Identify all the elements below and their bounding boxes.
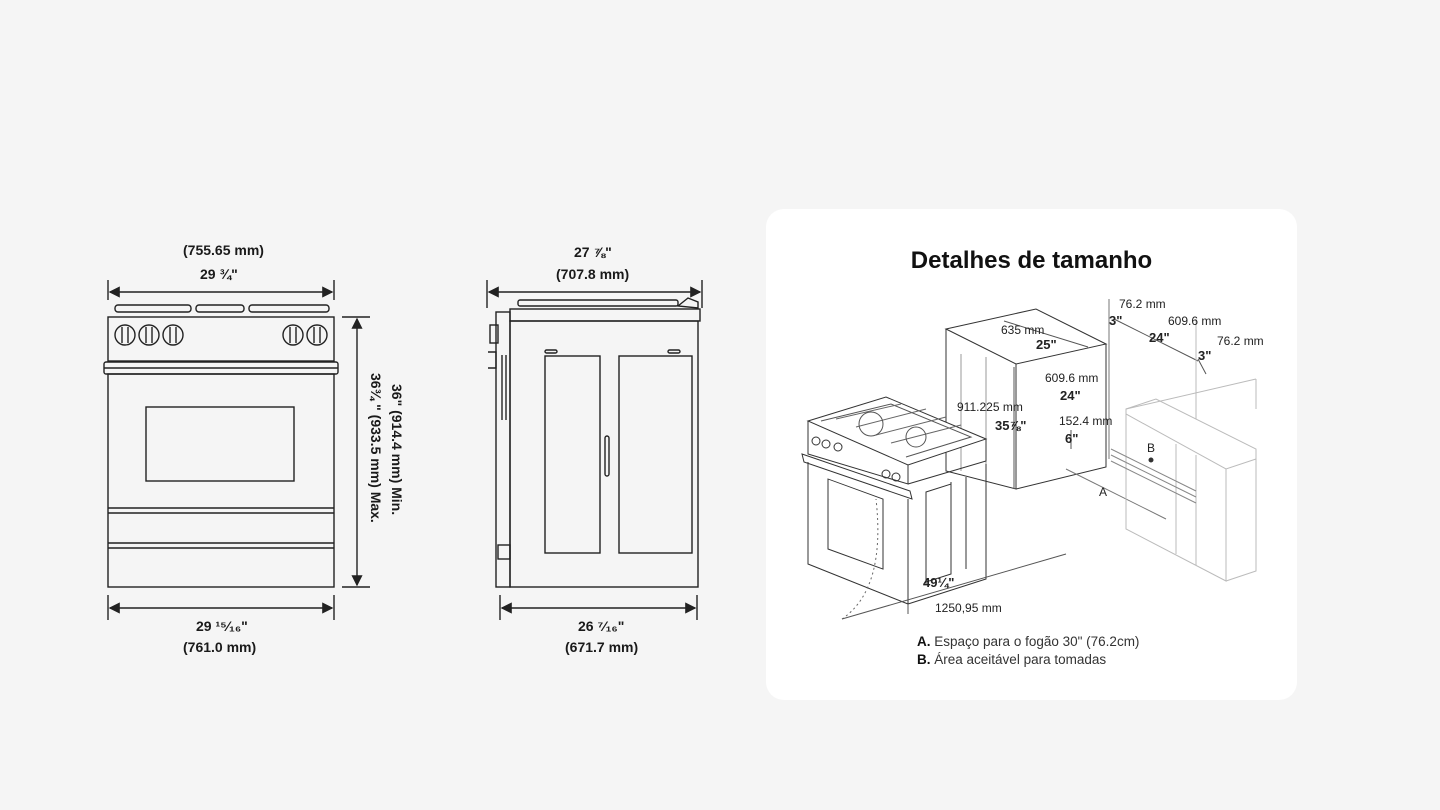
front-height-min: 36" (914.4 mm) Min. [389, 384, 405, 516]
side-bottom-in: 26 ⁷⁄₁₆" [578, 618, 625, 634]
label-door-in: 49¼" [923, 575, 955, 590]
label-outlet-mm: 152.4 mm [1059, 414, 1113, 428]
size-details-title: Detalhes de tamanho [910, 247, 1153, 274]
marker-b: B [1147, 441, 1156, 455]
label-top-left-mm: 76.2 mm [1119, 297, 1166, 311]
label-side-width-in: 24" [1060, 388, 1081, 403]
label-door-mm: 1250,95 mm [935, 601, 1002, 615]
label-width-mm: 609.6 mm [1168, 314, 1222, 328]
label-depth-mm: 635 mm [1001, 323, 1045, 337]
front-bottom-in: 29 ¹⁵⁄₁₆" [196, 618, 248, 634]
label-right-in: 3" [1198, 348, 1212, 363]
label-top-left-in: 3" [1109, 313, 1123, 328]
installation-diagram [801, 299, 1257, 620]
legend-item-b: B. Área aceitável para tomadas [917, 652, 1106, 667]
label-height-mm: 911.225 mm [957, 400, 1023, 414]
side-top-in: 27 ⅞" [574, 244, 612, 260]
size-details-card: Detalhes de tamanho [766, 209, 1297, 700]
label-right-mm: 76.2 mm [1217, 334, 1264, 348]
label-side-width-mm: 609.6 mm [1045, 371, 1099, 385]
legend-a-text: Espaço para o fogão 30" (76.2cm) [934, 634, 1140, 649]
side-bottom-mm: (671.7 mm) [565, 639, 639, 655]
front-height-max: 36¾ " (933.5 mm) Max. [368, 373, 384, 523]
legend-b-text: Área aceitável para tomadas [934, 652, 1107, 667]
label-outlet-in: 6" [1065, 431, 1079, 446]
front-top-in: 29 ¾" [200, 266, 238, 282]
label-height-in: 35⅞" [995, 418, 1027, 433]
front-bottom-mm: (761.0 mm) [183, 639, 257, 655]
side-top-mm: (707.8 mm) [556, 266, 630, 282]
legend-a-key: A. [917, 634, 931, 649]
front-top-mm: (755.65 mm) [183, 242, 264, 258]
front-view-drawing [103, 280, 370, 620]
legend-item-a: A. Espaço para o fogão 30" (76.2cm) [917, 634, 1139, 649]
label-depth-in: 25" [1036, 337, 1057, 352]
side-view-drawing [486, 280, 703, 620]
marker-a: A [1099, 485, 1108, 499]
legend-b-key: B. [917, 652, 931, 667]
label-width-in: 24" [1149, 330, 1170, 345]
